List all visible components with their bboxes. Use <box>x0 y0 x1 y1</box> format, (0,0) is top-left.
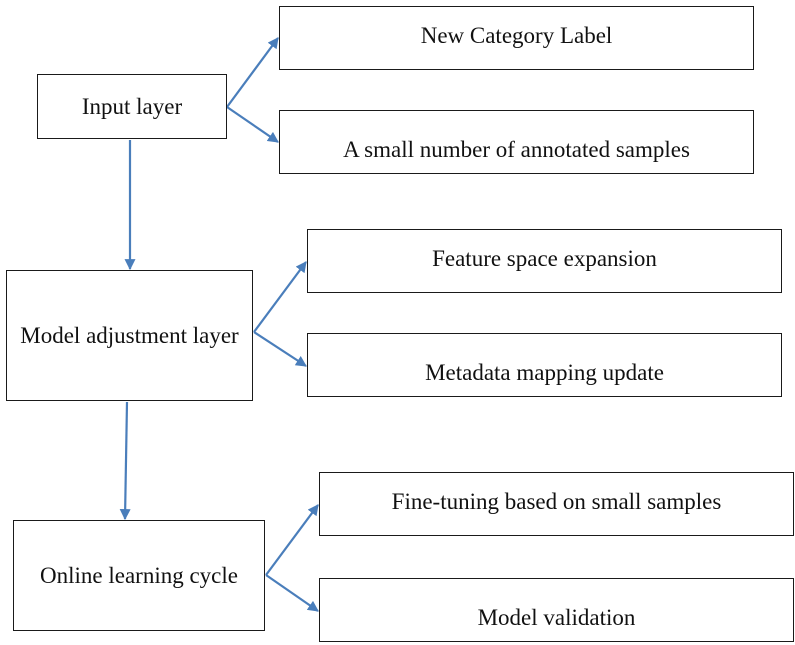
metadata-mapping-update-box: Metadata mapping update <box>307 333 782 397</box>
arrow-online-to-model-validation <box>265 574 319 612</box>
arrow-model-to-feature-space <box>253 261 307 333</box>
fine-tuning-text: Fine-tuning based on small samples <box>391 488 722 514</box>
metadata-mapping-update-text: Metadata mapping update <box>425 359 664 385</box>
input-layer-box: Input layer <box>37 74 227 139</box>
model-validation-box: Model validation <box>319 578 794 642</box>
model-adjustment-layer-box: Model adjustment layer <box>6 270 253 401</box>
fine-tuning-box: Fine-tuning based on small samples <box>319 472 794 536</box>
model-adjustment-layer-label: Model adjustment layer <box>20 323 239 348</box>
annotated-samples-box: A small number of annotated samples <box>279 110 754 174</box>
arrow-online-to-fine-tuning <box>265 504 319 576</box>
model-validation-text: Model validation <box>477 604 636 630</box>
arrow-model-to-metadata-mapping <box>253 331 307 367</box>
arrow-model-to-online-cycle <box>119 401 131 521</box>
arrow-input-to-annotated-samples <box>226 106 279 143</box>
input-layer-label: Input layer <box>81 94 183 119</box>
feature-space-expansion-box: Feature space expansion <box>307 229 782 293</box>
online-learning-cycle-label: Online learning cycle <box>40 563 238 588</box>
annotated-samples-text: A small number of annotated samples <box>343 136 690 162</box>
online-learning-cycle-box: Online learning cycle <box>13 520 265 631</box>
new-category-label-text: New Category Label <box>420 22 613 48</box>
arrow-input-to-new-category <box>226 37 279 108</box>
new-category-label-box: New Category Label <box>279 6 754 70</box>
feature-space-expansion-text: Feature space expansion <box>432 245 657 271</box>
